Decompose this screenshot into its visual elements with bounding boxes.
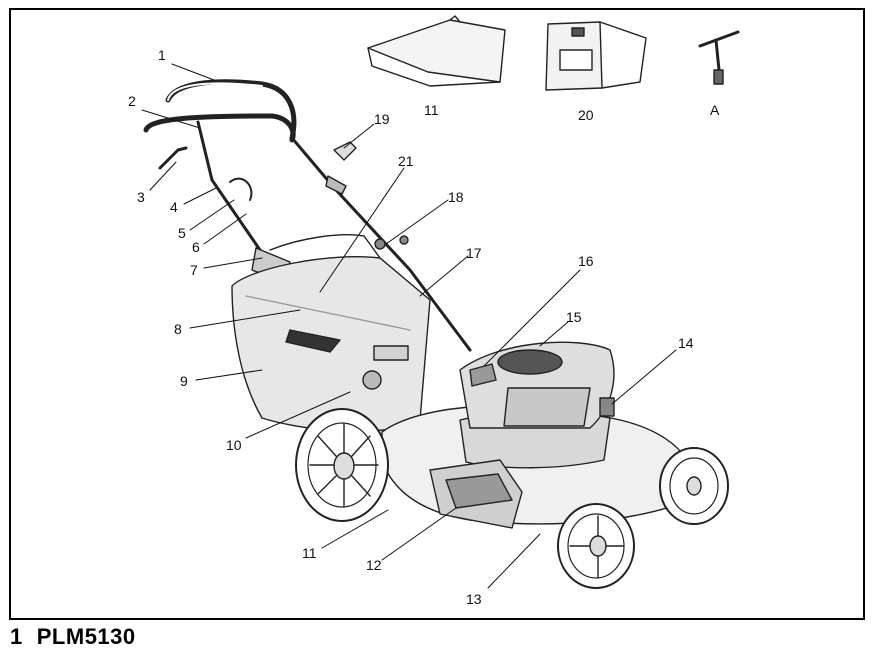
callout-11-top: 11: [424, 102, 439, 118]
illustration-frame: [9, 8, 865, 620]
grass-collection-bag: [231, 234, 431, 433]
callout-5: 5: [178, 225, 186, 241]
callout-10: 10: [226, 437, 242, 453]
callout-19: 19: [374, 111, 390, 127]
callout-12: 12: [366, 557, 382, 573]
callout-21: 21: [398, 153, 414, 169]
figure-number: 1: [10, 624, 23, 649]
front-right-wheel: [659, 447, 729, 525]
callout-20: 20: [578, 107, 594, 123]
figure-caption: 1 PLM5130: [10, 624, 150, 650]
rear-left-wheel: [295, 370, 389, 522]
callout-4: 4: [170, 199, 178, 215]
callout-16: 16: [578, 253, 594, 269]
callout-leader-lines: [141, 63, 677, 589]
discharge-flap: [429, 459, 523, 529]
spark-plug-wrench: [698, 30, 740, 85]
callout-3: 3: [137, 189, 145, 205]
callout-14: 14: [678, 335, 694, 351]
engine: [459, 341, 615, 429]
callout-A: A: [710, 102, 720, 118]
callout-18: 18: [448, 189, 464, 205]
callout-2: 2: [128, 93, 136, 109]
side-discharge-accessory: [545, 21, 647, 91]
callout-13: 13: [466, 591, 482, 607]
callout-15: 15: [566, 309, 582, 325]
handle-assembly: [143, 79, 472, 372]
callout-labels: 1 2 3 4 5 6 7 8 9 10 11 11 12 13 14 15 1…: [128, 47, 720, 607]
callout-7: 7: [190, 262, 198, 278]
callout-9: 9: [180, 373, 188, 389]
model-name: PLM5130: [36, 624, 136, 649]
front-left-wheel: [557, 503, 635, 589]
callout-6: 6: [192, 239, 200, 255]
callout-11-bottom: 11: [302, 545, 317, 561]
mulching-plug-accessory: [367, 15, 506, 87]
callout-17: 17: [466, 245, 482, 261]
callout-1: 1: [158, 47, 166, 63]
callout-8: 8: [174, 321, 182, 337]
